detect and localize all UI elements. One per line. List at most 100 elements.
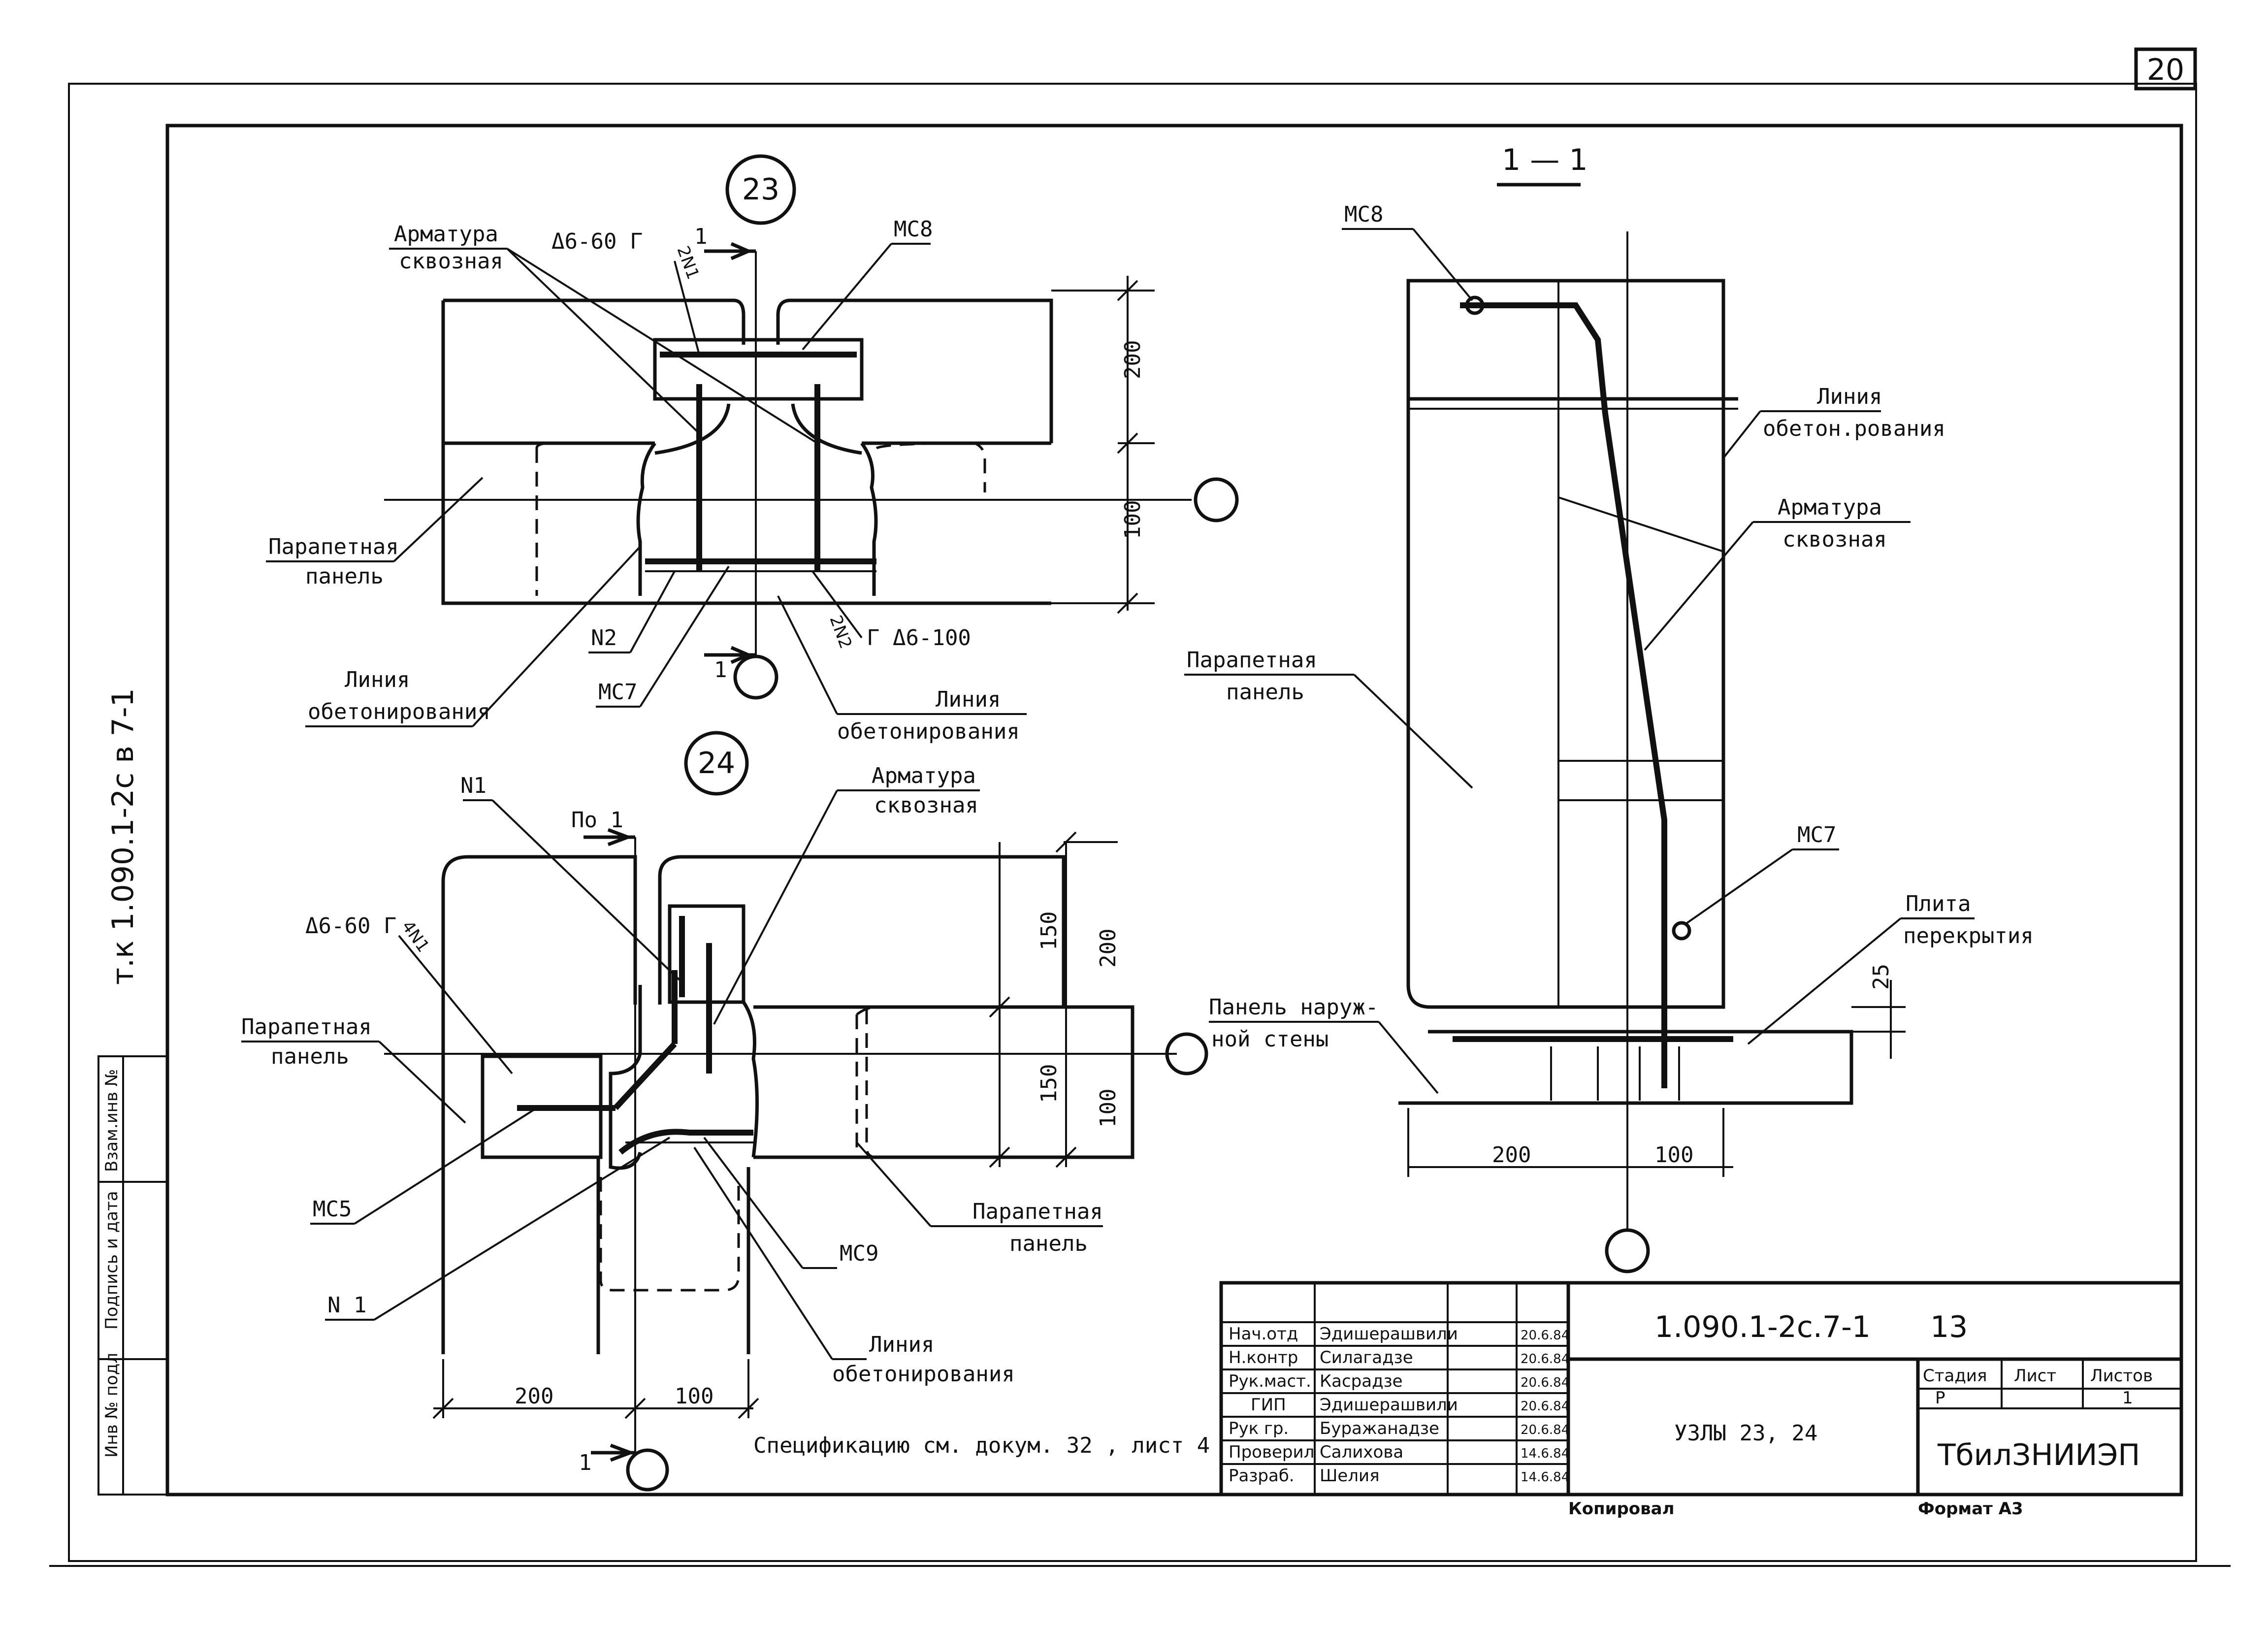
n23-label-line-a1: Линия bbox=[345, 667, 410, 692]
n24-label-line2: обетонирования bbox=[832, 1362, 1015, 1387]
copied-label: Копировал bbox=[1568, 1499, 1675, 1519]
page-number-box: 20 bbox=[2134, 47, 2197, 91]
row5-role: Проверил bbox=[1229, 1442, 1314, 1462]
n24-label-mc9: МС9 bbox=[840, 1241, 878, 1266]
s11-dim-25: 25 bbox=[1869, 964, 1894, 990]
n24-dim-150b: 150 bbox=[1037, 1064, 1062, 1103]
s11-dim-200: 200 bbox=[1492, 1142, 1531, 1168]
row2-name: Касрадзе bbox=[1320, 1371, 1403, 1391]
row6-role: Разраб. bbox=[1229, 1466, 1295, 1486]
row3-date: 20.6.84 bbox=[1521, 1399, 1569, 1414]
n24-label-mc5: МС5 bbox=[313, 1197, 352, 1222]
row6-date: 14.6.84 bbox=[1521, 1470, 1569, 1485]
n23-label-d6-100: Г Δ6-100 bbox=[867, 625, 971, 651]
sheet-no: 13 bbox=[1930, 1310, 1968, 1344]
n23-label-line-b1: Линия bbox=[936, 687, 1001, 712]
s11-label-wall1: Панель наруж- bbox=[1209, 995, 1378, 1020]
n24-dim-150a: 150 bbox=[1037, 912, 1062, 950]
format-label: Формат А3 bbox=[1918, 1499, 2023, 1519]
sheets-header: Листов bbox=[2090, 1366, 2153, 1386]
spec-note: Спецификацию см. докум. 32 , лист 4 bbox=[753, 1433, 1210, 1458]
row4-name: Буражанадзе bbox=[1320, 1419, 1439, 1438]
s11-label-parapet1: Парапетная bbox=[1187, 648, 1317, 673]
s11-label-parapet2: панель bbox=[1226, 680, 1304, 705]
section-1-1: 1 — 1 25 200 100 МС8 bbox=[1184, 143, 2034, 1273]
n23-dim-100: 100 bbox=[1120, 500, 1145, 539]
section11-title: 1 — 1 bbox=[1502, 143, 1588, 177]
n23-label-line-a2: обетонирования bbox=[308, 699, 490, 724]
n23-label-mc8: МС8 bbox=[894, 217, 933, 242]
s11-label-plita2: перекрытия bbox=[1903, 923, 2034, 948]
n23-section-top: 1 bbox=[694, 224, 708, 249]
n24-dim-100: 100 bbox=[1096, 1089, 1121, 1128]
side-col-vzam: Взам.инв № bbox=[102, 1069, 122, 1172]
n24-label-armatura: Арматура bbox=[872, 763, 976, 788]
node-24: 24 По 1 bbox=[241, 731, 1210, 1492]
row3-role: ГИП bbox=[1251, 1395, 1286, 1415]
s11-label-arm2: сквозная bbox=[1782, 527, 1887, 552]
title-row-0: Нач.отд Эдишерашвили 20.6.84 bbox=[1229, 1324, 1569, 1344]
n23-label-armatura: Арматура bbox=[394, 222, 498, 247]
n23-label-skvoznaya: сквозная bbox=[399, 249, 503, 274]
side-col-inv: Инв № подл bbox=[102, 1353, 122, 1458]
drawing-title: УЗЛЫ 23, 24 bbox=[1674, 1421, 1817, 1446]
row2-role: Рук.маст. bbox=[1229, 1371, 1311, 1391]
row3-name: Эдишерашвили bbox=[1320, 1395, 1458, 1415]
sheets-value: 1 bbox=[2122, 1388, 2133, 1408]
n24-label-po1: По 1 bbox=[571, 808, 623, 833]
side-stamp: т.к 1.090.1-2с в 7-1 bbox=[106, 688, 140, 985]
title-row-1: Н.контр Силагадзе 20.6.84 bbox=[1229, 1348, 1569, 1368]
n24-label-parapet-l1: Парапетная bbox=[241, 1014, 372, 1040]
title-row-2: Рук.маст. Касрадзе 20.6.84 bbox=[1229, 1371, 1569, 1391]
page-corner-number: 20 bbox=[2147, 53, 2184, 87]
row1-date: 20.6.84 bbox=[1521, 1352, 1569, 1367]
n24-label-parapet-l2: панель bbox=[271, 1044, 349, 1069]
node-23-number: 23 bbox=[742, 172, 779, 207]
node23-outline bbox=[441, 300, 1051, 605]
n24-label-skvoznaya: сквозная bbox=[874, 793, 978, 818]
node-24-circle bbox=[684, 731, 749, 796]
node-24-number: 24 bbox=[698, 746, 735, 781]
n24-dim-bottom-100: 100 bbox=[675, 1384, 713, 1409]
n23-label-d6-60: Δ6-60 Г bbox=[551, 229, 643, 254]
n23-label-line-b2: обетонирования bbox=[837, 719, 1020, 744]
row0-date: 20.6.84 bbox=[1521, 1328, 1569, 1343]
side-columns: Инв № подл Подпись и дата Взам.инв № bbox=[97, 1055, 168, 1496]
title-rows bbox=[1221, 1321, 1568, 1465]
n24-label-line1: Линия bbox=[869, 1332, 934, 1357]
n23-label-2n1: 2N1 bbox=[673, 243, 703, 282]
s11-dim-100: 100 bbox=[1654, 1142, 1693, 1168]
org-name: ТбилЗНИИЭП bbox=[1937, 1438, 2140, 1472]
row4-date: 20.6.84 bbox=[1521, 1423, 1569, 1437]
n24-label-n1-top: N1 bbox=[460, 773, 486, 798]
n23-dim-200: 200 bbox=[1120, 340, 1145, 379]
row1-name: Силагадзе bbox=[1320, 1348, 1413, 1368]
inner-frame bbox=[165, 124, 2183, 1497]
n24-section-mark: 1 bbox=[579, 1450, 592, 1475]
s11-label-mc8: МС8 bbox=[1344, 202, 1383, 227]
row5-date: 14.6.84 bbox=[1521, 1446, 1569, 1461]
n23-label-mc7: МС7 bbox=[598, 680, 637, 705]
row2-date: 20.6.84 bbox=[1521, 1375, 1569, 1390]
row1-role: Н.контр bbox=[1229, 1348, 1298, 1368]
n24-dim-200: 200 bbox=[1096, 929, 1121, 968]
title-row-5: Проверил Салихова 14.6.84 bbox=[1229, 1442, 1569, 1462]
s11-label-line1: Линия bbox=[1817, 384, 1882, 409]
row6-name: Шелия bbox=[1320, 1466, 1380, 1486]
n23-label-2n2: 2N2 bbox=[826, 613, 856, 651]
n23-label-parapet-1: Парапетная bbox=[268, 534, 399, 559]
doc-code: 1.090.1-2с.7-1 bbox=[1654, 1310, 1871, 1344]
s11-label-arm1: Арматура bbox=[1778, 495, 1882, 520]
title-row-6: Разраб. Шелия 14.6.84 bbox=[1229, 1466, 1569, 1486]
n23-label-n2: N2 bbox=[591, 625, 617, 651]
s11-label-line2: обетон.рования bbox=[1763, 416, 1945, 441]
title-row-4: Рук гр. Буражанадзе 20.6.84 bbox=[1229, 1419, 1569, 1438]
title-block: Нач.отд Эдишерашвили 20.6.84 Н.контр Сил… bbox=[1219, 1281, 2183, 1519]
outer-frame bbox=[68, 83, 2197, 1562]
s11-label-mc7: МС7 bbox=[1797, 822, 1836, 847]
n23-label-parapet-2: панель bbox=[305, 564, 384, 589]
s11-label-plita1: Плита bbox=[1906, 891, 1971, 916]
title-row-3: ГИП Эдишерашвили 20.6.84 bbox=[1251, 1395, 1569, 1415]
row0-name: Эдишерашвили bbox=[1320, 1324, 1458, 1344]
